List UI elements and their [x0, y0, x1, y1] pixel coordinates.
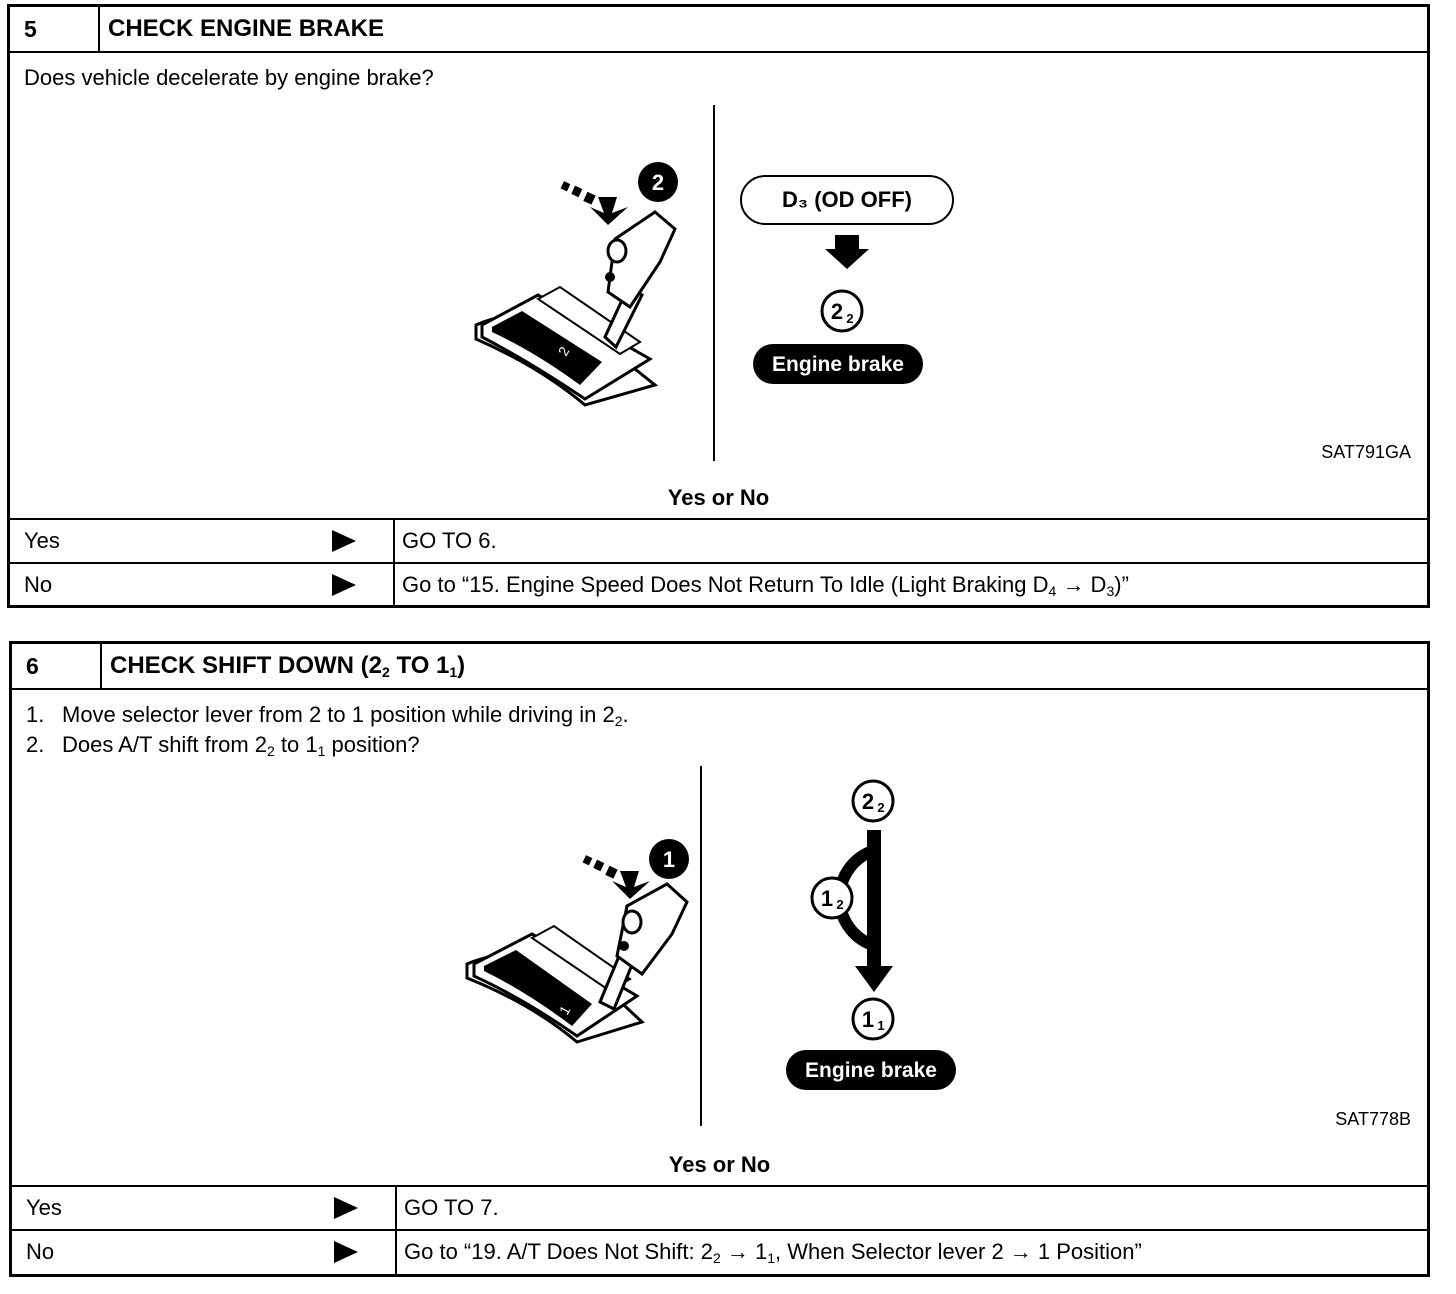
- answer-row-no: No Go to “19. A/T Does Not Shift: 22 → 1…: [12, 1229, 1427, 1274]
- step-5-header: 5 CHECK ENGINE BRAKE: [10, 7, 1427, 53]
- triangle-right-icon: [334, 1241, 358, 1263]
- mode-label: D₃ (OD OFF): [782, 187, 912, 212]
- step-number: 6: [12, 644, 102, 688]
- answer-action: GO TO 7.: [404, 1195, 499, 1220]
- answer-action: GO TO 6.: [402, 528, 497, 553]
- step-question: Does vehicle decelerate by engine brake?: [24, 65, 434, 90]
- gear-top-sub: 2: [877, 800, 884, 815]
- push-arrow-icon: [560, 181, 628, 225]
- gear-mid-sub: 2: [836, 897, 843, 912]
- step-5-block: 5 CHECK ENGINE BRAKE Does vehicle decele…: [7, 4, 1430, 608]
- triangle-right-icon: [334, 1197, 358, 1219]
- answer-label: Yes: [26, 1195, 62, 1220]
- shift-flow-diagram: D₃ (OD OFF) 2 2 Engine brake: [740, 175, 954, 384]
- step-badge-icon: [638, 162, 678, 202]
- instruction-item: 2.Does A/T shift from 22 to 11 position?: [26, 732, 420, 759]
- shift-down-diagram: 2 2 1 2 1 1 Engine brake: [786, 779, 956, 1090]
- result-gear-sub: 2: [846, 311, 853, 326]
- step-number: 5: [10, 7, 100, 51]
- step-badge-label: 2: [652, 170, 664, 195]
- engine-brake-figure: 2 2 D₃ (OD OFF) 2 2 Engi: [474, 105, 954, 461]
- triangle-right-icon: [332, 574, 356, 596]
- step-6-block: 6 CHECK SHIFT DOWN (22 TO 11) 1.Move sel…: [9, 641, 1430, 1277]
- answer-row-yes: Yes GO TO 7.: [12, 1185, 1427, 1229]
- gear-top-main: 2: [862, 789, 874, 814]
- step-badge-label: 1: [663, 847, 675, 872]
- selector-lever-illustration: 2 2: [474, 162, 678, 407]
- step-instructions: 1.Move selector lever from 2 to 1 positi…: [26, 700, 629, 760]
- gear-bottom-sub: 1: [877, 1018, 884, 1033]
- gear-mid-main: 1: [821, 886, 833, 911]
- step-badge-icon: [649, 839, 689, 879]
- down-arrow-icon: [825, 235, 869, 269]
- engine-brake-label: Engine brake: [772, 353, 904, 376]
- answer-row-yes: Yes GO TO 6.: [10, 518, 1427, 562]
- result-gear-main: 2: [831, 299, 843, 324]
- shift-down-figure: 1 1 2 2 1 2 1 1: [465, 766, 956, 1126]
- step-title: CHECK SHIFT DOWN (22 TO 11): [110, 652, 466, 680]
- gear-bottom-main: 1: [862, 1007, 874, 1032]
- answer-row-no: No Go to “15. Engine Speed Does Not Retu…: [10, 562, 1427, 608]
- answer-action: Go to “19. A/T Does Not Shift: 22 → 11, …: [404, 1239, 1142, 1266]
- push-arrow-icon: [582, 855, 650, 899]
- figure-code: SAT791GA: [1321, 442, 1411, 462]
- yes-or-no-question: Yes or No: [667, 485, 770, 510]
- answer-label: No: [24, 572, 53, 597]
- instruction-item: 1.Move selector lever from 2 to 1 positi…: [26, 702, 629, 729]
- selector-lever-illustration: 1 1: [465, 839, 689, 1044]
- figure-code: SAT778B: [1335, 1109, 1411, 1129]
- answer-label: Yes: [24, 528, 60, 553]
- triangle-right-icon: [332, 530, 356, 552]
- step-title: CHECK ENGINE BRAKE: [108, 15, 385, 42]
- down-arrow-icon: [855, 966, 893, 992]
- answer-action: Go to “15. Engine Speed Does Not Return …: [402, 572, 1129, 599]
- yes-or-no-question: Yes or No: [668, 1152, 771, 1177]
- answer-label: No: [26, 1239, 55, 1264]
- step-6-header: 6 CHECK SHIFT DOWN (22 TO 11): [12, 644, 1427, 690]
- engine-brake-label: Engine brake: [805, 1059, 937, 1082]
